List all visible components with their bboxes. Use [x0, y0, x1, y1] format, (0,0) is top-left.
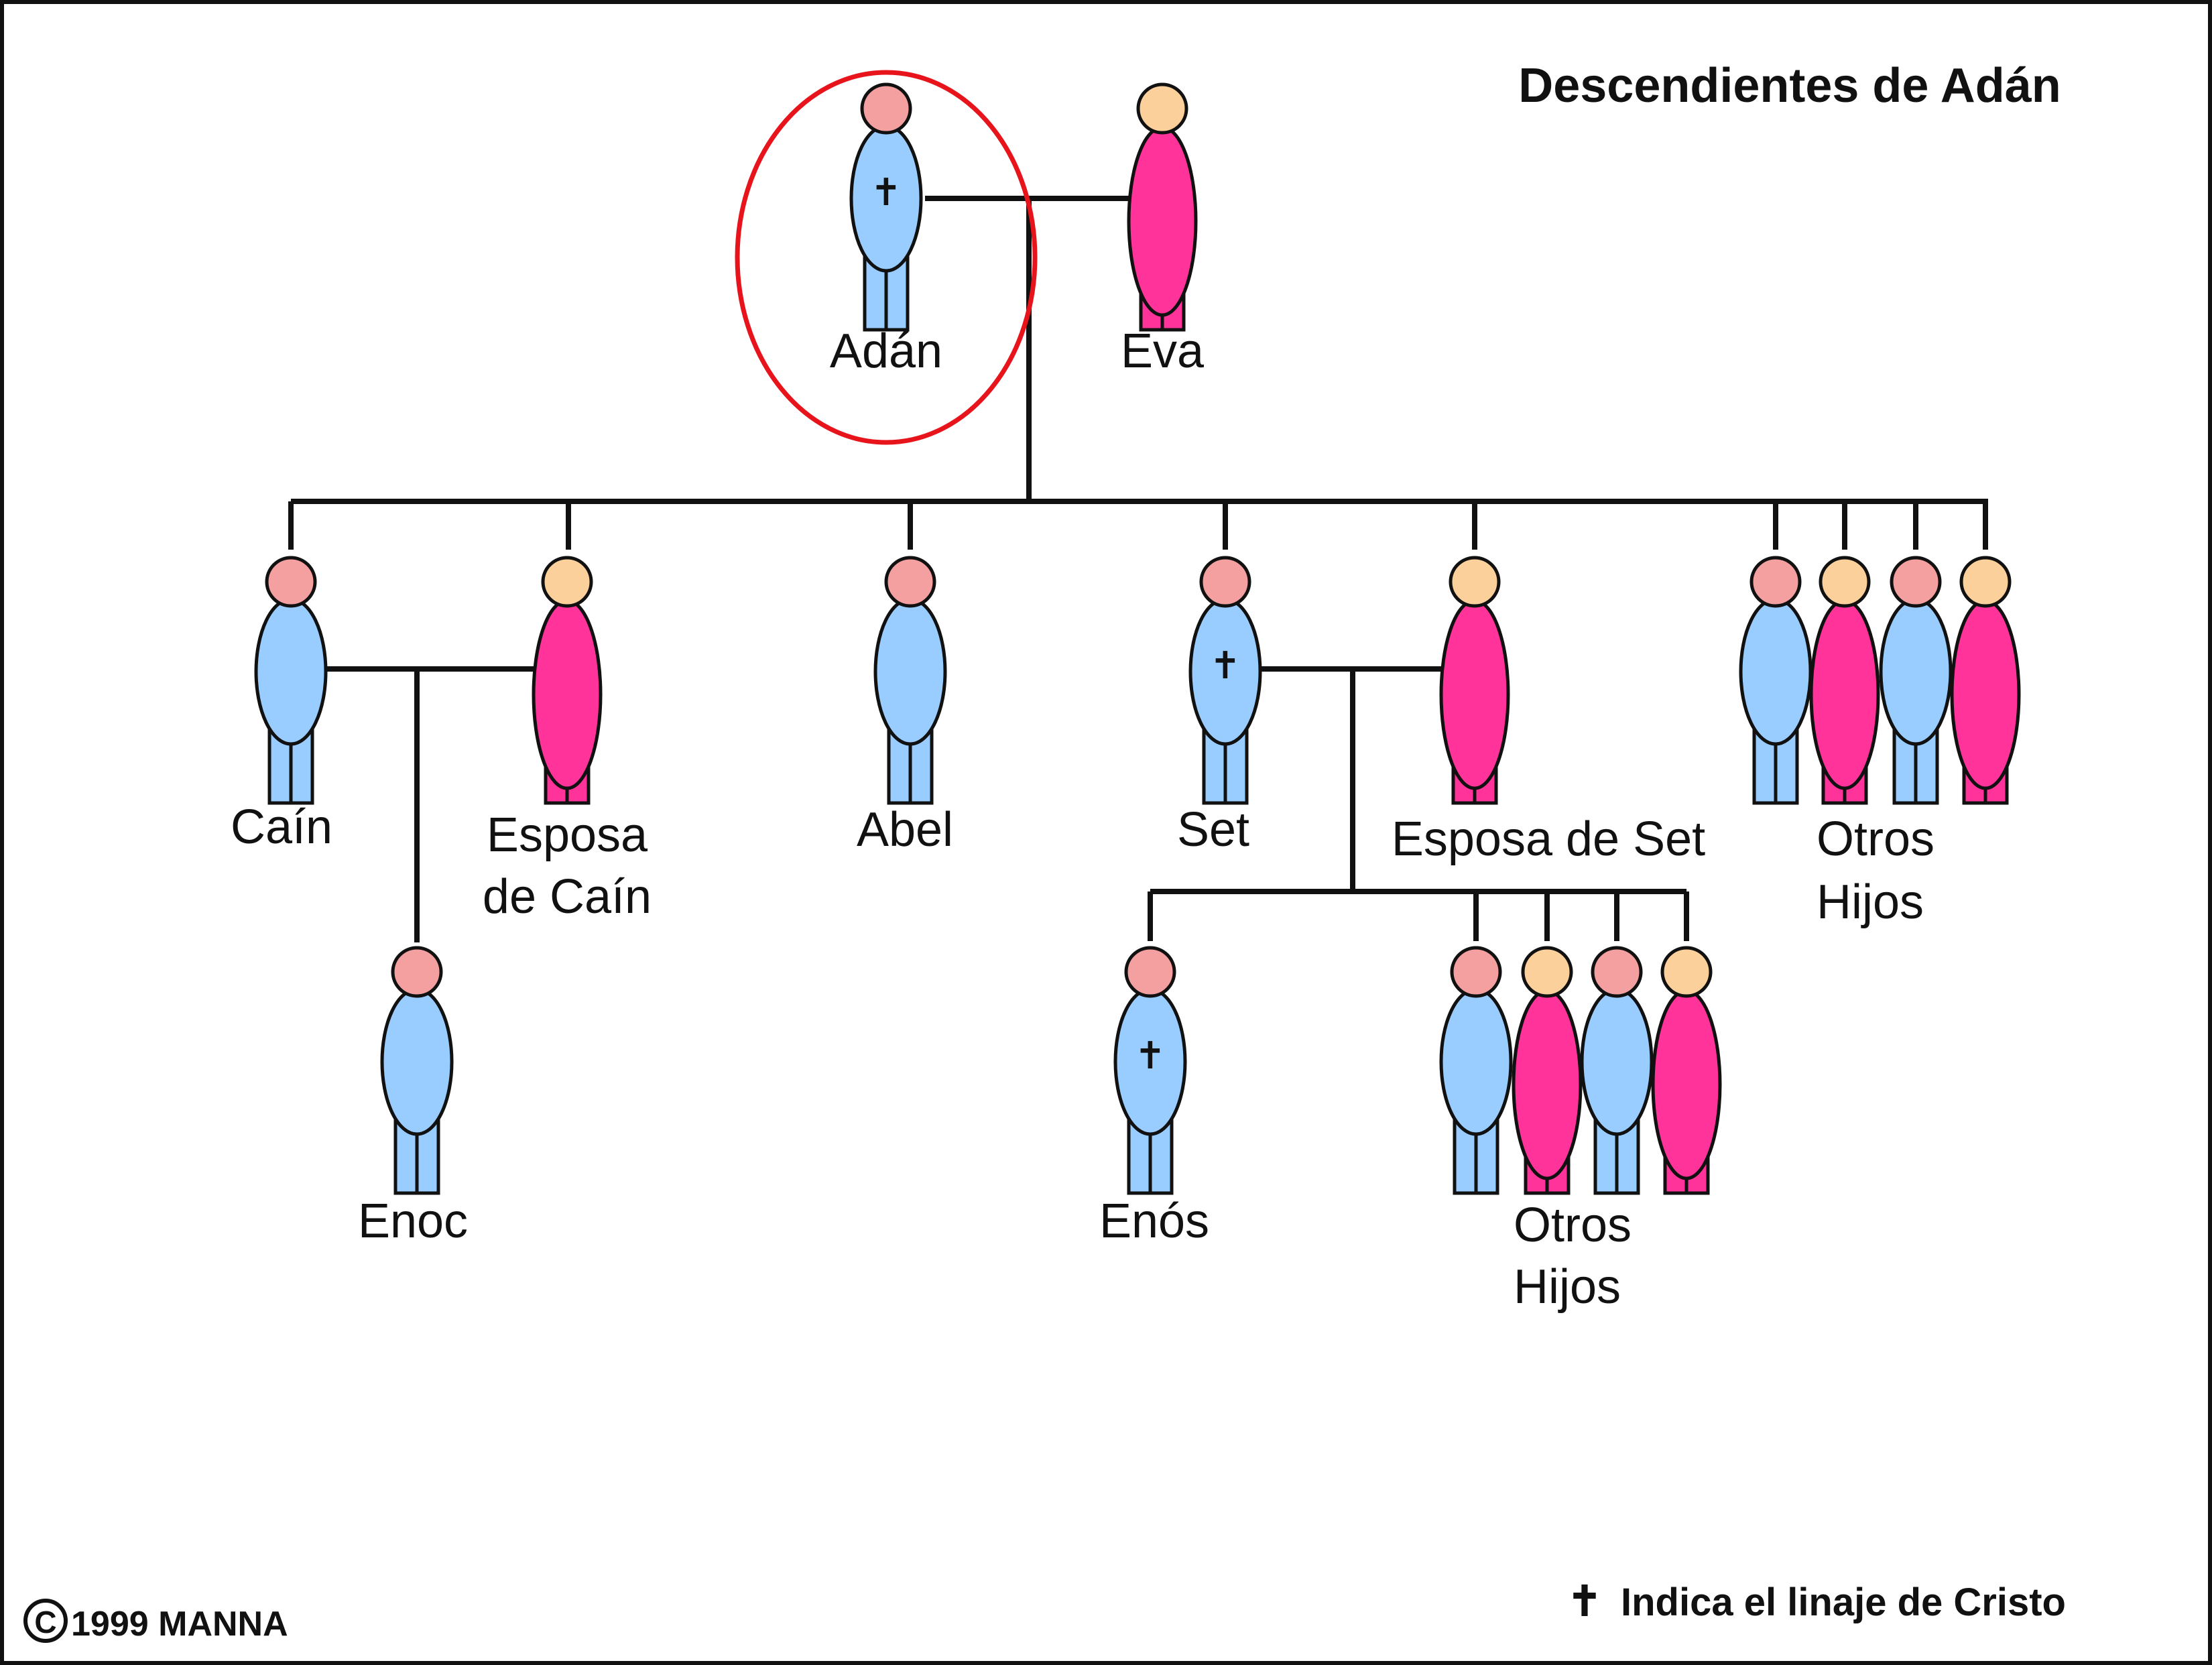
cain-torso [254, 597, 328, 746]
esposa-cain-head [541, 556, 593, 608]
label-otros-hijos-2-line1: Otros [1514, 1198, 1632, 1252]
otros-hijos-1-2-figure [1809, 556, 1880, 805]
eva-torso [1127, 125, 1198, 317]
enoc-torso [380, 987, 454, 1136]
enoc-figure [380, 946, 454, 1195]
cross-icon: ✝ [1567, 1579, 1602, 1625]
eva-head [1136, 82, 1188, 135]
label-adan: Adán [830, 324, 942, 378]
cain-head [265, 556, 317, 608]
copyright-text: 1999 MANNA [71, 1605, 288, 1644]
connector-lines [288, 196, 1988, 942]
otros-hijos-1-1-head [1749, 556, 1802, 608]
otros-hijos-2-1-figure [1439, 946, 1513, 1195]
otros-hijos-2-2-figure [1512, 946, 1583, 1195]
label-cain: Caín [231, 800, 332, 854]
otros-hijos-2-2-torso [1512, 989, 1583, 1180]
esposa-set-torso [1439, 599, 1510, 790]
abel-head [884, 556, 936, 608]
adan-head [860, 82, 912, 135]
esposa-set-figure [1439, 556, 1510, 805]
otros-hijos-2-3-torso [1580, 987, 1654, 1136]
label-otros-hijos-1-line2: Hijos [1817, 875, 1924, 929]
otros-hijos-2-4-head [1660, 946, 1713, 998]
esposa-cain-torso [532, 599, 603, 790]
label-esposa-cain-line1: Esposa [487, 808, 648, 862]
set-head [1199, 556, 1251, 608]
label-otros-hijos-1-line1: Otros [1817, 812, 1934, 866]
enos-figure: ✝ [1113, 946, 1187, 1195]
enos-head [1124, 946, 1176, 998]
otros-hijos-1-1-torso [1739, 597, 1812, 746]
enoc-head [391, 946, 443, 998]
otros-hijos-2-2-head [1521, 946, 1573, 998]
label-enoc: Enoc [358, 1194, 468, 1248]
label-esposa-cain-line2: de Caín [483, 870, 652, 924]
otros-hijos-1-4-torso [1950, 599, 2021, 790]
label-set: Set [1177, 803, 1249, 857]
label-abel: Abel [857, 803, 953, 857]
esposa-cain-figure [532, 556, 603, 805]
copyright: C 1999 MANNA [23, 1599, 288, 1644]
otros-hijos-1-3-head [1890, 556, 1942, 608]
person-labels: Adán Eva Caín Esposa de Caín Abel Set Es… [231, 324, 1934, 1314]
abel-figure [873, 556, 947, 805]
otros-hijos-1-2-head [1819, 556, 1871, 608]
otros-hijos-2-4-figure [1651, 946, 1722, 1195]
figures-group: ✝ ✝ ✝ [254, 82, 2021, 1195]
adan-cross-icon: ✝ [871, 171, 902, 214]
copyright-icon [23, 1599, 68, 1643]
otros-hijos-1-3-torso [1879, 597, 1953, 746]
label-esposa-set: Esposa de Set [1392, 812, 1705, 866]
otros-hijos-1-2-torso [1809, 599, 1880, 790]
abel-torso [873, 597, 947, 746]
otros-hijos-1-3-figure [1879, 556, 1953, 805]
esposa-set-head [1449, 556, 1501, 608]
diagram-title: Descendientes de Adán [1518, 59, 2061, 113]
otros-hijos-1-4-head [1959, 556, 2012, 608]
enos-cross-icon: ✝ [1135, 1034, 1166, 1078]
otros-hijos-2-3-head [1591, 946, 1643, 998]
adan-figure: ✝ [849, 82, 923, 332]
set-figure: ✝ [1188, 556, 1262, 805]
set-cross-icon: ✝ [1210, 644, 1241, 688]
highlight-circle [735, 70, 1038, 445]
otros-hijos-2-4-torso [1651, 989, 1722, 1180]
legend-text: Indica el linaje de Cristo [1621, 1581, 2066, 1624]
copyright-symbol: C [34, 1605, 56, 1640]
otros-hijos-2-1-head [1450, 946, 1502, 998]
cain-figure [254, 556, 328, 805]
otros-hijos-1-4-figure [1950, 556, 2021, 805]
eva-figure [1127, 82, 1198, 332]
otros-hijos-2-3-figure [1580, 946, 1654, 1195]
label-eva: Eva [1121, 324, 1205, 378]
legend: ✝ Indica el linaje de Cristo [1567, 1579, 2066, 1625]
label-enos: Enós [1099, 1194, 1209, 1248]
label-otros-hijos-2-line2: Hijos [1514, 1260, 1621, 1314]
otros-hijos-2-1-torso [1439, 987, 1513, 1136]
